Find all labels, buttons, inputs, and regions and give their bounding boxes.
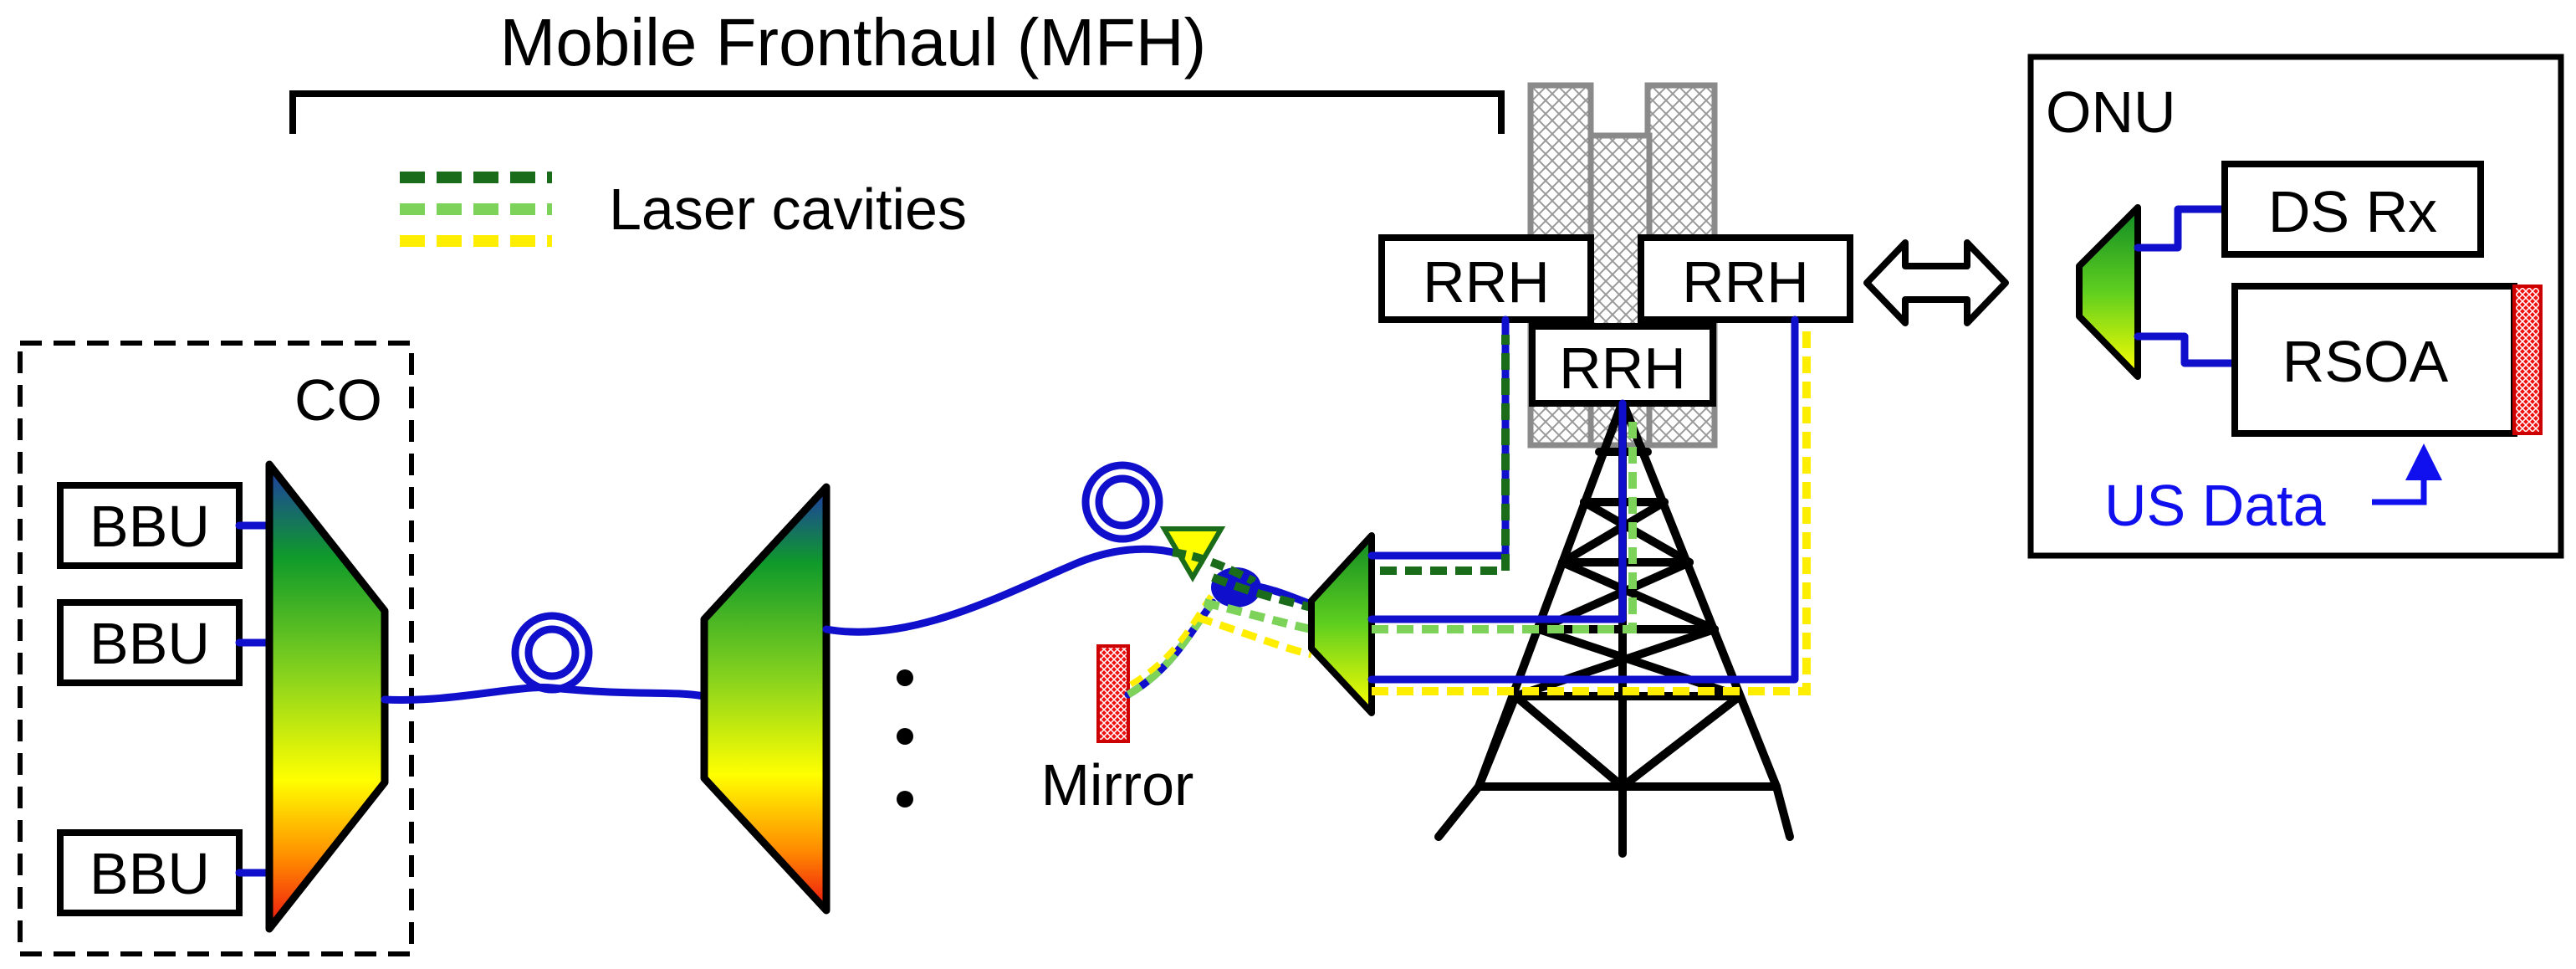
rrh-drop-fibers [1367,315,1811,695]
bidirectional-arrow-icon [1863,239,2009,326]
central-office: CO BBU BBU BBU [18,341,414,956]
onu-label: ONU [2046,79,2176,145]
rsoa-mirror-icon [2512,285,2543,435]
bbu-3-label: BBU [89,841,210,906]
bbu-1-label: BBU [89,494,210,559]
legend-label: Laser cavities [609,177,967,242]
remote-awg-demux-icon [700,483,831,915]
cell-tower-icon [1434,82,1794,858]
rrh-left-label: RRH [1423,249,1550,315]
cavity-dark-segment [1211,573,1313,612]
distribution-fiber [822,545,1177,636]
bbu-2-label: BBU [89,611,210,676]
us-data-arrow-icon [2405,443,2442,480]
mfh-bracket [289,90,1505,134]
onu: ONU DS Rx RSOA US Data [2027,54,2564,559]
diagram-title: Mobile Fronthaul (MFH) [500,5,1207,79]
onu-awg-icon [2076,204,2141,380]
cavity-yellow-segment [1196,613,1312,659]
bbu-3 [57,829,243,916]
rrh-group: RRH RRH RRH [1378,234,1853,407]
cavity-light-segment [1203,598,1313,633]
co-awg-mux-icon [265,460,389,933]
onu-ds-fiber [2134,205,2229,252]
rrh-center-label: RRH [1559,336,1686,401]
us-data-arrow-line [2372,474,2427,505]
co-label: CO [294,367,382,433]
mfh-header: Mobile Fronthaul (MFH) [289,5,1505,134]
rrh-right [1638,234,1853,323]
legend: Laser cavities [400,172,967,247]
mirror-cavity-yellow [1129,594,1214,688]
tower-awg-icon [1308,532,1375,716]
more-ports-dots [897,669,913,808]
fiber-coil-icon [511,612,593,694]
rrh-left [1378,234,1594,323]
fiber-coil-icon-2 [1081,461,1163,543]
ds-rx-box [2221,161,2484,258]
rrh-center [1529,323,1716,407]
onu-us-fiber [2134,332,2239,367]
ds-rx-label: DS Rx [2268,179,2437,244]
rrh-right-label: RRH [1682,249,1809,315]
circulator-icon [1159,526,1261,608]
mirror-label: Mirror [1041,752,1194,818]
mirror-icon [1096,644,1130,743]
mirror-fiber [1124,598,1217,699]
rsoa-label: RSOA [2282,329,2449,394]
onu-boundary [2027,54,2564,559]
us-data-label: US Data [2104,473,2326,538]
